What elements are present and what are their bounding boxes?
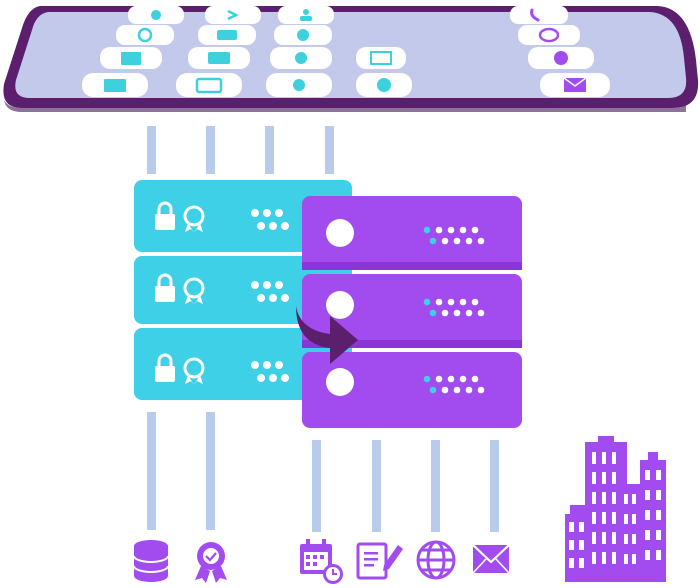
pin-icon[interactable]: [266, 73, 332, 97]
source-server: [134, 180, 352, 400]
gallery-icon[interactable]: [176, 73, 242, 97]
mail-icon[interactable]: [540, 73, 610, 97]
bottom-connectors: [147, 412, 499, 532]
location-chat-icon[interactable]: [274, 25, 332, 45]
migrate-arrow-icon: [296, 306, 358, 364]
calendar-grid-icon[interactable]: [82, 73, 148, 97]
target-led-dots: [423, 298, 485, 317]
envelope-icon: [472, 544, 510, 574]
location-pin-icon[interactable]: [270, 47, 332, 69]
arrow-icon[interactable]: [205, 6, 261, 24]
database-icon: [133, 540, 169, 582]
target-server: [302, 196, 522, 428]
refresh-icon[interactable]: [116, 25, 174, 45]
contact-icon[interactable]: [278, 6, 334, 24]
source-led-dots: [251, 209, 289, 382]
source-server-unit: [134, 180, 352, 252]
chat-icon[interactable]: [518, 25, 580, 45]
award-icon: [183, 357, 205, 385]
lock-icon: [155, 201, 175, 230]
target-server-unit: [302, 352, 522, 428]
document-pen-icon: [356, 542, 403, 580]
target-led-dots: [423, 226, 485, 245]
location-icon[interactable]: [128, 6, 184, 24]
calendar-clock-icon: [300, 539, 343, 584]
award-icon: [183, 205, 205, 233]
sync-icon[interactable]: [356, 73, 412, 97]
globe-icon: [416, 540, 456, 580]
target-server-unit: [302, 196, 522, 270]
document-icon[interactable]: [188, 47, 250, 69]
target-led-dots: [423, 375, 485, 394]
top-connectors: [147, 126, 334, 174]
phone-icon[interactable]: [510, 6, 568, 24]
app-grid-left: [82, 6, 412, 97]
wallet-icon[interactable]: [198, 25, 256, 45]
award-badge-icon: [195, 542, 227, 583]
grid-icon[interactable]: [356, 47, 406, 69]
target-server-unit: [302, 274, 522, 348]
app-grid-right: [510, 6, 610, 97]
calendar-icon[interactable]: [100, 47, 162, 69]
favorite-icon[interactable]: [528, 47, 594, 69]
award-icon: [183, 277, 205, 305]
lock-icon: [155, 273, 175, 302]
source-server-unit: [134, 256, 352, 324]
lock-icon: [155, 353, 175, 382]
city-buildings-icon: [565, 436, 666, 582]
